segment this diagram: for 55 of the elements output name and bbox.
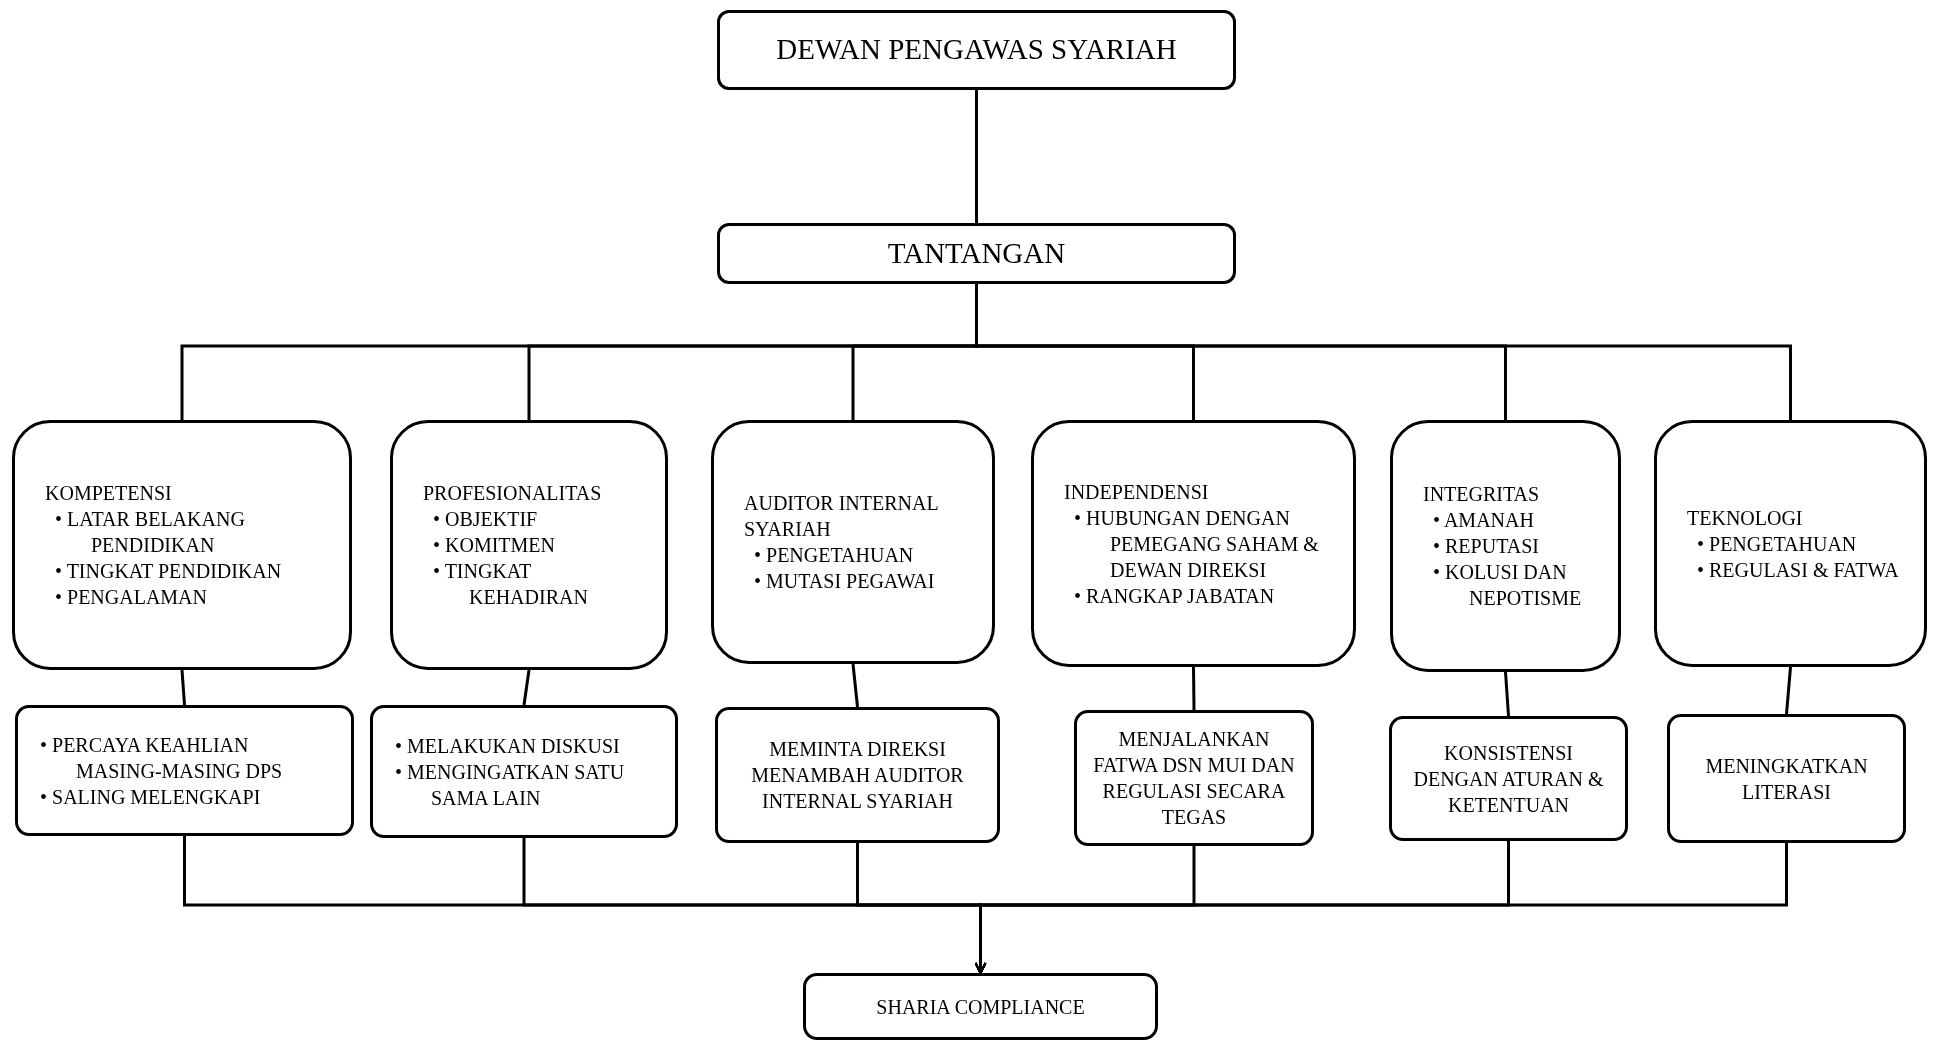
bullet-item: • OBJEKTIF: [433, 507, 539, 532]
text-box: [1654, 420, 1927, 667]
bullet-item: • KOMITMEN: [433, 533, 556, 558]
box-heading: INTEGRITAS: [1423, 482, 1541, 507]
box-heading: AUDITOR INTERNAL SYARIAH: [744, 491, 939, 542]
text-box: [12, 420, 352, 670]
box-text: SHARIA COMPLIANCE: [876, 994, 1085, 1020]
bullet-item: • PENGALAMAN: [55, 585, 208, 610]
bullet-item: • REPUTASI: [1433, 534, 1540, 559]
bullet-item: • PENGETAHUAN: [754, 543, 915, 568]
text-box: [15, 705, 354, 836]
title-box: [717, 223, 1236, 284]
text-box: [1390, 420, 1621, 672]
bullet-item: • HUBUNGAN DENGAN PEMEGANG SAHAM & DEWAN DIREKSI: [1074, 505, 1320, 583]
connector-line: [1785, 666, 1792, 715]
text-box: [711, 420, 995, 664]
bullet-item: • TINGKAT PENDIDIKAN: [55, 559, 283, 584]
bullet-item: • LATAR BELAKANG PENDIDIKAN: [55, 507, 246, 558]
box-heading: TEKNOLOGI: [1687, 505, 1804, 531]
bullet-item: • PENGETAHUAN: [1697, 531, 1858, 557]
box-text: MEMINTA DIREKSI MENAMBAH AUDITOR INTERNAL SYARIAH: [750, 737, 965, 814]
text-box: [370, 705, 678, 838]
bullet-item: • RANGKAP JABATAN: [1074, 583, 1276, 609]
text-box: [1074, 710, 1314, 846]
bullet-item: • PERCAYA KEAHLIAN MASING-MASING DPS: [40, 732, 284, 784]
box-heading: INDEPENDENSI: [1064, 479, 1210, 505]
connector-line: [975, 90, 978, 223]
box-text: DEWAN PENGAWAS SYARIAH: [776, 32, 1177, 68]
box-text: TANTANGAN: [887, 235, 1066, 271]
text-box: [1667, 714, 1906, 843]
bullet-item: • MENGINGATKAN SATU SAMA LAIN: [395, 759, 626, 811]
bullet-item: • SALING MELENGKAPI: [40, 784, 262, 810]
connector-line: [180, 669, 186, 706]
title-box: [717, 10, 1236, 90]
bullet-item: • KOLUSI DAN NEPOTISME: [1433, 560, 1583, 611]
box-heading: KOMPETENSI: [45, 481, 173, 506]
box-text: MENINGKATKAN LITERASI: [1704, 753, 1869, 805]
connector-line: [974, 843, 1788, 974]
bullet-item: • TINGKAT KEHADIRAN: [433, 559, 589, 610]
connector-line: [522, 669, 531, 706]
bullet-item: • AMANAH: [1433, 508, 1535, 533]
connector-line: [851, 663, 859, 708]
text-box: [803, 973, 1158, 1040]
connector-line: [1504, 671, 1510, 717]
bullet-item: • MUTASI PEGAWAI: [754, 569, 936, 594]
bullet-item: • REGULASI & FATWA: [1697, 557, 1900, 583]
text-box: [390, 420, 668, 670]
box-text: MENJALANKAN FATWA DSN MUI DAN REGULASI SECARA TEGAS: [1092, 727, 1296, 830]
box-text: KONSISTENSI DENGAN ATURAN & KETENTUAN: [1412, 740, 1605, 818]
text-box: [1389, 716, 1628, 841]
connector-line: [1192, 667, 1196, 710]
box-heading: PROFESIONALITAS: [423, 481, 603, 506]
text-box: [1031, 420, 1356, 667]
text-box: [715, 707, 1000, 843]
bullet-item: • MELAKUKAN DISKUSI: [395, 733, 621, 759]
